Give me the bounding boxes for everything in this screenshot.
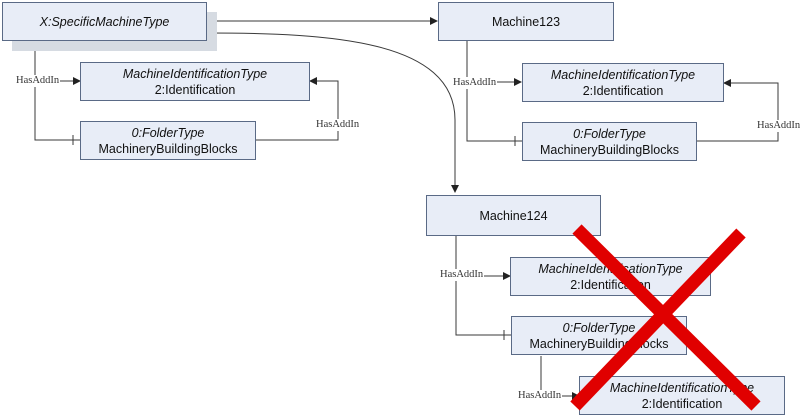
edge-label-hasaddin: HasAddIn <box>756 120 802 132</box>
node-machine124-label: Machine124 <box>479 208 548 223</box>
connector-m123-folder <box>466 82 522 142</box>
node-machine-identification-2: MachineIdentificationType 2:Identificati… <box>522 63 724 102</box>
node-browse-name: MachineryBuildingBlocks <box>540 142 679 157</box>
edge-label-hasaddin: HasAddIn <box>15 75 61 87</box>
connector-type-to-machine124 <box>206 32 459 193</box>
node-browse-name: MachineryBuildingBlocks <box>98 141 238 156</box>
node-type-label: 0:FolderType <box>562 320 636 335</box>
node-machine123-label: Machine123 <box>491 14 561 29</box>
node-browse-name: 2:Identification <box>641 396 723 411</box>
edge-label-hasaddin: HasAddIn <box>315 119 361 131</box>
edge-label-hasaddin: HasAddIn <box>517 390 563 402</box>
node-type-label: MachineIdentificationType <box>609 380 755 395</box>
node-folder-1: 0:FolderType MachineryBuildingBlocks <box>80 121 256 160</box>
node-browse-name: 2:Identification <box>582 83 664 98</box>
connector-left-folder <box>34 81 80 141</box>
node-machine123: Machine123 <box>438 2 614 41</box>
node-type-label: MachineIdentificationType <box>550 67 696 82</box>
node-type-label: MachineIdentificationType <box>122 66 268 81</box>
connector-m124-folder <box>455 276 511 336</box>
node-browse-name: 2:Identification <box>154 82 236 97</box>
connector-m123-folder-addin <box>697 79 779 142</box>
node-type-label: 0:FolderType <box>131 125 205 140</box>
node-folder-2: 0:FolderType MachineryBuildingBlocks <box>522 122 697 161</box>
node-machine124: Machine124 <box>426 195 601 236</box>
edge-label-hasaddin: HasAddIn <box>439 269 485 281</box>
connector-left-folder-addin <box>256 77 339 141</box>
node-machine-identification-1: MachineIdentificationType 2:Identificati… <box>80 62 310 101</box>
node-specific-machine-type-label: X:SpecificMachineType <box>39 14 170 29</box>
node-specific-machine-type: X:SpecificMachineType <box>2 2 207 41</box>
edge-label-hasaddin: HasAddIn <box>452 77 498 89</box>
node-type-label: 0:FolderType <box>573 126 646 141</box>
